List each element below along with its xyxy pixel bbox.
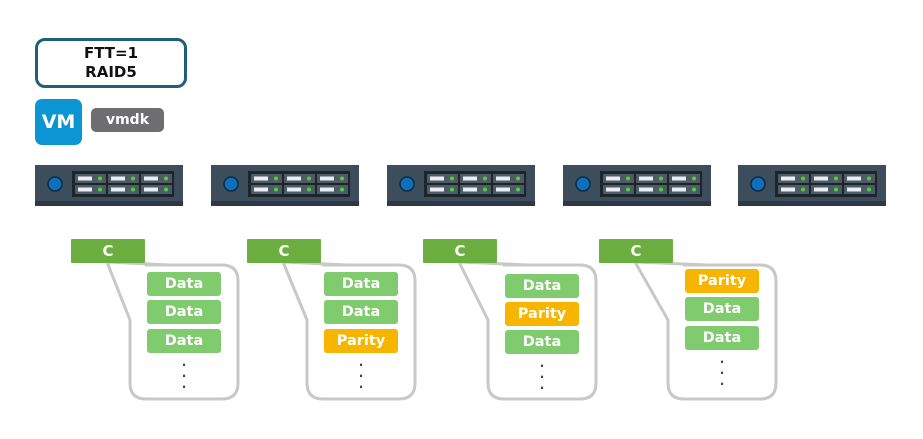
server-2-icon	[211, 165, 359, 206]
host-server-5	[738, 165, 886, 206]
host-server-3	[387, 165, 535, 206]
server-3-icon	[387, 165, 535, 206]
component-tag-4: C	[599, 239, 673, 263]
data-block-1-1: Data	[147, 272, 221, 296]
data-block-3-1: Data	[505, 274, 579, 298]
parity-block-2-3: Parity	[324, 329, 398, 353]
vm-icon: VM	[35, 99, 82, 145]
server-1-icon	[35, 165, 183, 206]
component-tag-2: C	[247, 239, 321, 263]
more-blocks-ellipsis-1: . . .	[181, 355, 187, 391]
host-server-2	[211, 165, 359, 206]
data-block-2-2: Data	[324, 300, 398, 324]
component-tag-1: C	[71, 239, 145, 263]
server-4-icon	[563, 165, 711, 206]
data-block-4-3: Data	[685, 326, 759, 350]
storage-policy-box: FTT=1 RAID5	[35, 38, 187, 88]
host-server-1	[35, 165, 183, 206]
more-blocks-ellipsis-2: . . .	[358, 355, 364, 391]
data-block-4-2: Data	[685, 297, 759, 321]
host-server-4	[563, 165, 711, 206]
component-tag-3: C	[423, 239, 497, 263]
data-block-2-1: Data	[324, 272, 398, 296]
parity-block-4-1: Parity	[685, 269, 759, 293]
data-block-1-3: Data	[147, 329, 221, 353]
vm-label: VM	[41, 111, 76, 133]
more-blocks-ellipsis-3: . . .	[539, 356, 545, 392]
vmdk-tag: vmdk	[91, 108, 164, 132]
component-label: C	[630, 242, 642, 260]
parity-block-3-2: Parity	[505, 302, 579, 326]
data-block-3-3: Data	[505, 330, 579, 354]
component-label: C	[278, 242, 290, 260]
component-label: C	[102, 242, 114, 260]
component-label: C	[454, 242, 466, 260]
policy-ftt-label: FTT=1	[83, 44, 139, 62]
more-blocks-ellipsis-4: . . .	[719, 352, 725, 388]
vmdk-label: vmdk	[105, 112, 150, 128]
policy-raid-label: RAID5	[85, 63, 137, 81]
server-5-icon	[738, 165, 886, 206]
data-block-1-2: Data	[147, 300, 221, 324]
